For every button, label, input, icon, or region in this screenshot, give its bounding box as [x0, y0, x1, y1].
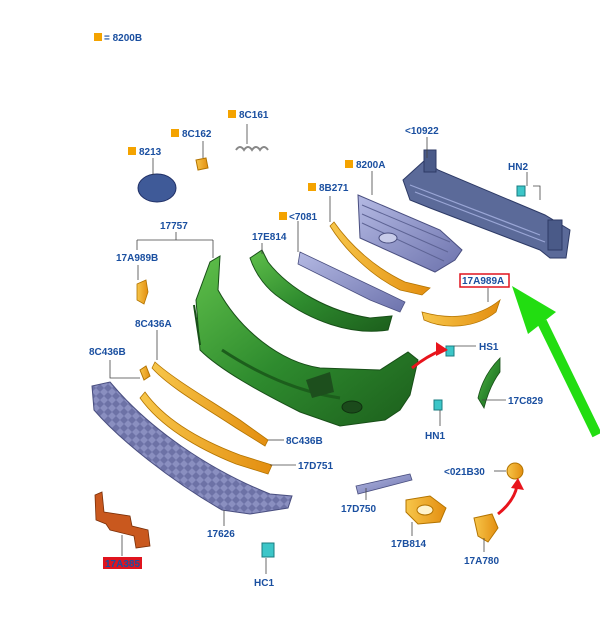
- label-17B814[interactable]: 17B814: [391, 539, 426, 550]
- upper-molding-part: [297, 251, 406, 313]
- legend-marker: [94, 33, 102, 41]
- trim-strip-lower-part: [139, 391, 273, 475]
- left-bracket-part: [136, 279, 149, 305]
- label-10922[interactable]: <10922: [405, 126, 439, 137]
- label-17C829[interactable]: 17C829: [508, 396, 543, 407]
- label-8B271[interactable]: 8B271: [319, 183, 349, 194]
- legend-text: = 8200B: [104, 33, 142, 44]
- label-8200A[interactable]: 8200A: [356, 160, 385, 171]
- clip-hs1-part: [445, 345, 455, 357]
- lower-bracket-part: [94, 491, 151, 549]
- green-arrow-head: [512, 286, 556, 334]
- trim-strip-upper-part: [151, 361, 269, 447]
- trim-end-part: [139, 365, 151, 381]
- fog-bracket-part: [473, 513, 499, 543]
- lamp-trim-part: [421, 298, 501, 327]
- label-HC1[interactable]: HC1: [254, 578, 274, 589]
- label-17A989B[interactable]: 17A989B: [116, 253, 158, 264]
- label-17D751[interactable]: 17D751: [298, 461, 333, 472]
- upper-bracket-part: [249, 249, 393, 332]
- label-8C436B-low[interactable]: 8C436B: [286, 436, 323, 447]
- label-17E814[interactable]: 17E814: [252, 232, 287, 243]
- label-17A780[interactable]: 17A780: [464, 556, 499, 567]
- lower-strip-part: [355, 473, 413, 495]
- legend: = 8200B: [94, 33, 142, 44]
- clip-hc1-part: [261, 542, 275, 558]
- label-17757[interactable]: 17757: [160, 221, 188, 232]
- label-HS1[interactable]: HS1: [479, 342, 499, 353]
- clip-hn1-part: [433, 399, 443, 411]
- grille-molding-part: [329, 221, 431, 296]
- label-HN2[interactable]: HN2: [508, 162, 528, 173]
- label-8C436A[interactable]: 8C436A: [135, 319, 172, 330]
- label-8C162[interactable]: 8C162: [182, 129, 212, 140]
- kit-markers: [128, 110, 353, 220]
- highlight-box-17A385: [103, 557, 142, 569]
- bumper-cover-part: [193, 255, 419, 427]
- clip-hn2-part: [516, 185, 526, 197]
- part-labels: <10922 8C161 8C162 8213 8200A HN2 8B271 …: [89, 110, 543, 589]
- lower-grille-part: [91, 381, 293, 515]
- label-17626[interactable]: 17626: [207, 529, 235, 540]
- label-17A989A[interactable]: 17A989A: [462, 276, 504, 287]
- red-arrow-fog: [497, 485, 519, 516]
- spring-part: [235, 146, 269, 152]
- emblem-part: [137, 173, 177, 203]
- label-17A385[interactable]: 17A385: [105, 559, 140, 570]
- label-7081[interactable]: <7081: [289, 212, 318, 223]
- red-arrowhead-hs1: [436, 342, 448, 356]
- label-021B30[interactable]: <021B30: [444, 467, 485, 478]
- label-HN1[interactable]: HN1: [425, 431, 445, 442]
- label-17D750[interactable]: 17D750: [341, 504, 376, 515]
- fog-bezel-part: [405, 495, 447, 525]
- fog-lamp-part: [506, 462, 524, 480]
- label-8213[interactable]: 8213: [139, 147, 162, 158]
- nut-part: [195, 157, 209, 171]
- label-8C161[interactable]: 8C161: [239, 110, 269, 121]
- side-strip-part: [477, 357, 501, 410]
- label-8C436B-left[interactable]: 8C436B: [89, 347, 126, 358]
- green-arrow-shaft: [537, 319, 600, 438]
- upper-grille-part: [357, 194, 463, 273]
- red-arrowhead-fog: [511, 478, 524, 490]
- leader-lines: [109, 124, 541, 574]
- highlight-box-17A989A: [459, 273, 510, 288]
